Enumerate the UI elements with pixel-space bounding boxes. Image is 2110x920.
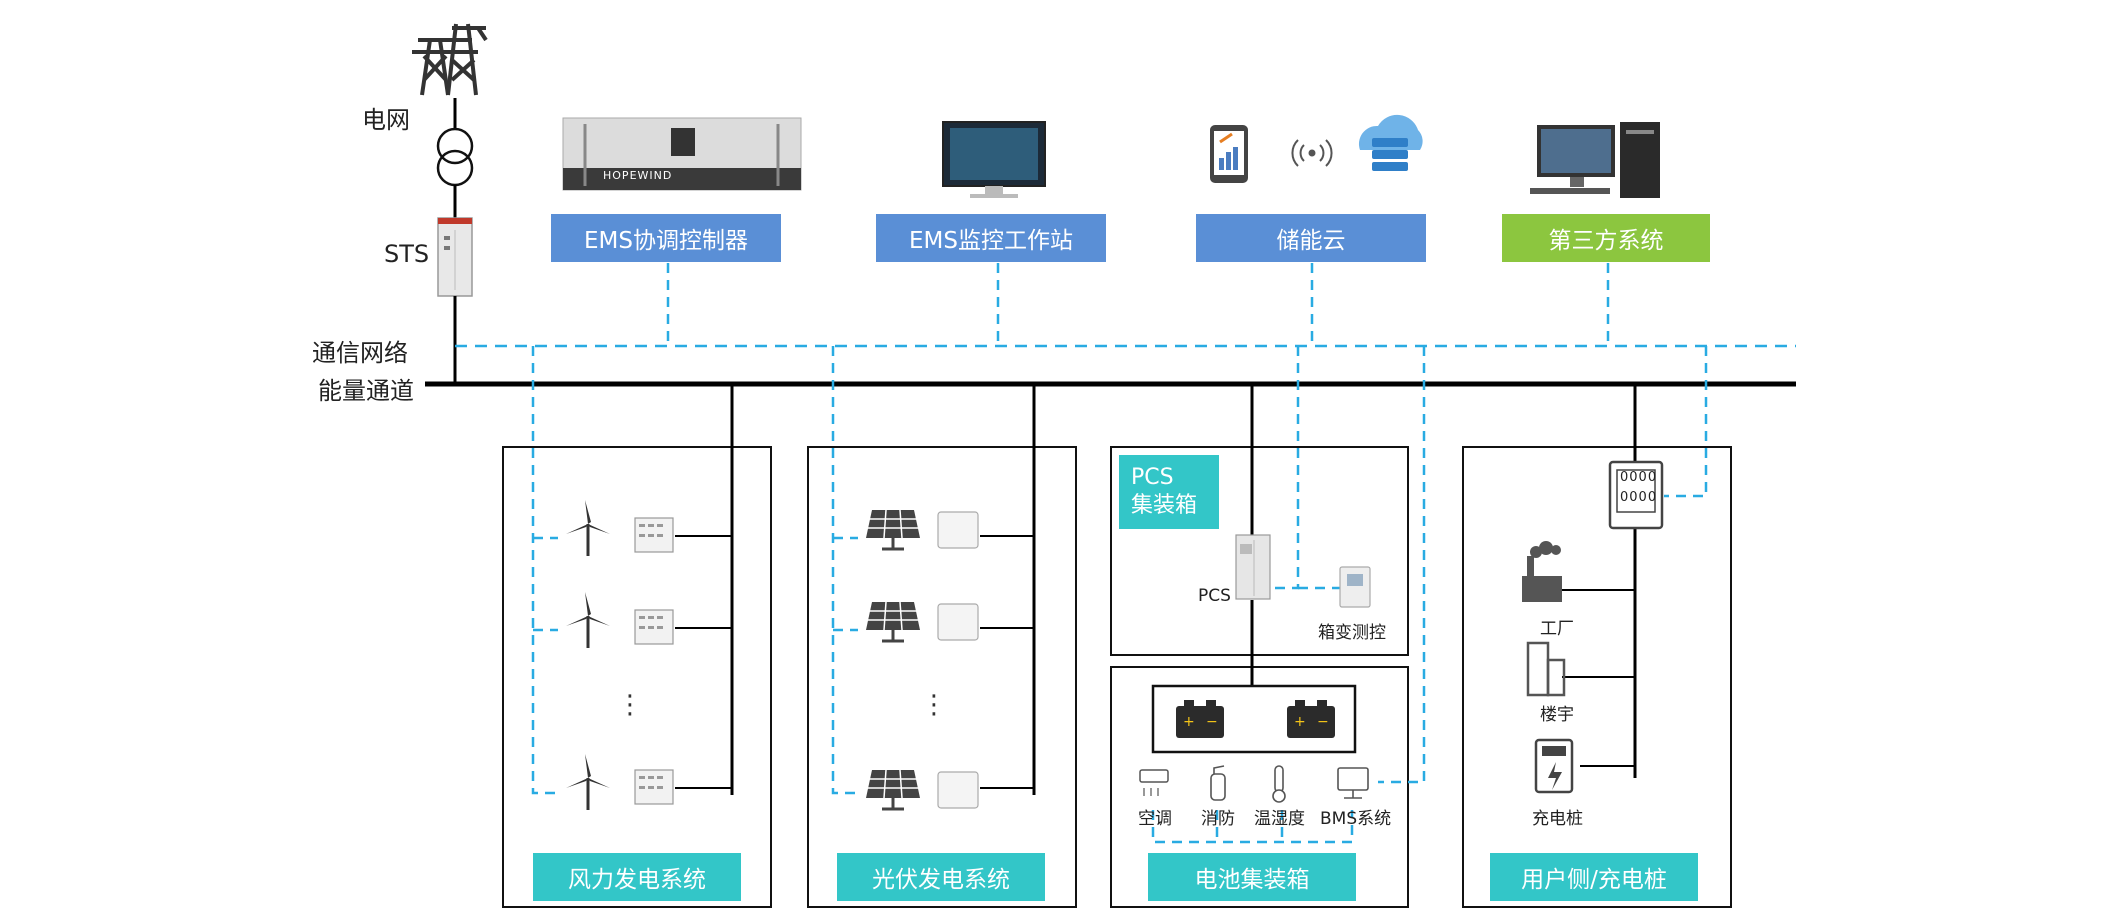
inverter-icon <box>937 771 979 809</box>
svg-text:−: − <box>1317 714 1329 730</box>
fire-protection-label: 消防 <box>1201 809 1235 829</box>
battery-container-title: 电池集装箱 <box>1148 853 1356 901</box>
air-conditioner-icon <box>1139 769 1169 796</box>
fire-extinguisher-icon <box>1210 765 1226 801</box>
wind-turbine-icon <box>566 592 610 648</box>
battery-icons: + − + − <box>1176 700 1335 738</box>
thermometer-icon <box>1272 765 1286 803</box>
factory-icon <box>1522 541 1562 602</box>
svg-text:+: + <box>1183 714 1195 730</box>
building-icon <box>1526 641 1566 697</box>
meter-reading-2: 0000 <box>1620 490 1658 505</box>
battery-icon: + − <box>1176 700 1224 738</box>
pcs-container-title-line1: PCS <box>1131 465 1174 490</box>
ems-controller-device-icon <box>562 117 802 191</box>
wind-converter-icons <box>634 517 674 805</box>
pcs-container-title-line2: 集装箱 <box>1131 493 1198 518</box>
monitor-workstation-icon <box>942 121 1046 198</box>
charging-pile-icon <box>1534 738 1574 794</box>
pcs-label: PCS <box>1198 586 1231 606</box>
solar-panel-icons <box>866 509 920 811</box>
pv-inverter-icons <box>937 511 979 809</box>
communication-network-label: 通信网络 <box>312 339 408 367</box>
cloud-server-icon <box>1358 114 1423 171</box>
pv-ellipsis: ⋮ <box>921 690 947 720</box>
desktop-computer-icon <box>1530 122 1660 198</box>
temp-humidity-label: 温湿度 <box>1254 809 1305 829</box>
building-label: 楼宇 <box>1540 705 1574 725</box>
ems-workstation-label: EMS监控工作站 <box>876 214 1106 262</box>
svg-text:+: + <box>1294 714 1306 730</box>
grid-label: 电网 <box>362 106 410 134</box>
box-transformer-monitor-label: 箱变测控 <box>1318 623 1386 643</box>
wind-turbine-icons <box>566 500 610 810</box>
svg-text:−: − <box>1206 714 1218 730</box>
box-transformer-monitor-icon <box>1339 566 1371 608</box>
transmission-tower-icon <box>412 23 488 96</box>
sts-cabinet-icon <box>437 217 473 297</box>
inverter-icon <box>937 511 979 549</box>
solar-panel-icon <box>866 509 920 551</box>
wireless-signal-icon <box>1291 139 1333 167</box>
solar-panel-icon <box>866 601 920 643</box>
factory-label: 工厂 <box>1540 619 1574 639</box>
wind-system-title: 风力发电系统 <box>533 853 741 901</box>
solar-panel-icon <box>866 769 920 811</box>
wind-turbine-icon <box>566 754 610 810</box>
pcs-container-title: PCS 集装箱 <box>1119 455 1219 529</box>
energy-channel-label: 能量通道 <box>318 377 414 405</box>
battery-icon: + − <box>1287 700 1335 738</box>
meter-reading-1: 0000 <box>1620 470 1658 485</box>
storage-cloud-label: 储能云 <box>1196 214 1426 262</box>
user-side-title: 用户侧/充电桩 <box>1490 853 1698 901</box>
ems-controller-label: EMS协调控制器 <box>551 214 781 262</box>
system-boxes <box>502 446 1732 908</box>
third-party-system-label: 第三方系统 <box>1502 214 1710 262</box>
electricity-meter-icon <box>1608 460 1664 530</box>
charging-pile-label: 充电桩 <box>1532 809 1583 829</box>
bms-icon <box>1337 767 1369 799</box>
tablet-icon <box>1210 125 1248 183</box>
pcs-cabinet-icon <box>1235 534 1271 600</box>
device-brand-label: HOPEWIND <box>603 169 673 182</box>
sts-label: STS <box>384 240 430 268</box>
wind-turbine-icon <box>566 500 610 556</box>
transformer-icon <box>436 127 474 187</box>
pv-system-title: 光伏发电系统 <box>837 853 1045 901</box>
wind-ellipsis: ⋮ <box>617 690 643 720</box>
aircon-label: 空调 <box>1138 809 1172 829</box>
bms-label: BMS系统 <box>1320 809 1392 829</box>
inverter-icon <box>937 603 979 641</box>
